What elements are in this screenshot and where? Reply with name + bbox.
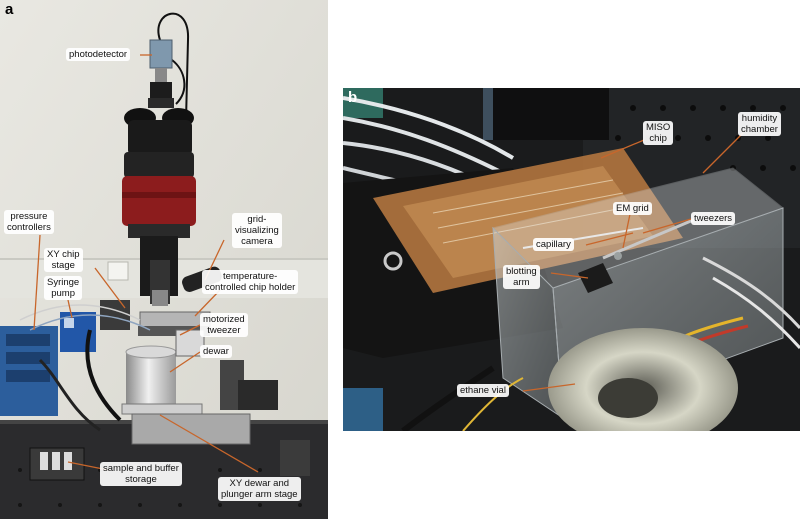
pressure-controllers-text-1: pressure: [10, 211, 48, 222]
label-sample-and-buffer-storage: sample and buffer storage: [100, 462, 182, 486]
pressure-controllers-text-2: controllers: [7, 222, 51, 233]
xy-chip-stage-text-1: XY chip: [47, 249, 80, 260]
sample-storage-text-2: storage: [125, 474, 157, 485]
panel-b-photo-closeup: b MISO chip humidity chamber EM grid cap…: [343, 88, 800, 431]
temp-holder-text-1: temperature-: [222, 271, 278, 282]
blotting-arm-text-1: blotting: [506, 266, 537, 277]
label-miso-chip: MISO chip: [643, 121, 674, 145]
capillary-text: capillary: [536, 239, 571, 250]
label-xy-dewar-and-plunger-arm-stage: XY dewar and plunger arm stage: [218, 477, 301, 501]
label-ethane-vial: ethane vial: [457, 384, 509, 397]
xy-dewar-stage-text-2: plunger arm stage: [221, 489, 298, 500]
dewar-text: dewar: [203, 346, 229, 357]
motorized-tweezer-text-1: motorized: [203, 314, 245, 325]
label-blotting-arm: blotting arm: [503, 265, 540, 289]
ethane-vial-text: ethane vial: [460, 385, 506, 396]
label-pressure-controllers: pressure controllers: [4, 210, 54, 234]
panel-letter-b: b: [348, 89, 358, 106]
label-humidity-chamber: humidity chamber: [738, 112, 781, 136]
label-dewar: dewar: [200, 345, 232, 358]
label-temperature-controlled-chip-holder: temperature- controlled chip holder: [202, 270, 299, 294]
humidity-chamber-text-1: humidity: [741, 113, 778, 124]
miso-chip-text-2: chip: [649, 133, 667, 144]
label-grid-visualizing-camera: grid- visualizing camera: [232, 213, 282, 248]
motorized-tweezer-text-2: tweezer: [207, 325, 241, 336]
miso-chip-text-1: MISO: [646, 122, 671, 133]
xy-chip-stage-text-2: stage: [51, 260, 75, 271]
em-grid-text: EM grid: [616, 203, 649, 214]
closeup-photo: [343, 88, 800, 431]
label-capillary: capillary: [533, 238, 574, 251]
grid-camera-text-3: camera: [241, 236, 273, 247]
label-xy-chip-stage: XY chip stage: [44, 248, 83, 272]
sample-storage-text-1: sample and buffer: [103, 463, 179, 474]
panel-letter-a: a: [5, 1, 14, 18]
humidity-chamber-text-2: chamber: [741, 124, 778, 135]
temp-holder-text-2: controlled chip holder: [205, 282, 296, 293]
label-photodetector: photodetector: [66, 48, 131, 61]
label-tweezers: tweezers: [691, 212, 736, 225]
label-motorized-tweezer: motorized tweezer: [200, 313, 248, 337]
grid-camera-text-2: visualizing: [235, 225, 279, 236]
photodetector-text: photodetector: [69, 49, 128, 60]
syringe-pump-text-1: Syringe: [47, 277, 80, 288]
panel-a-photo-setup: a photodetector pressure controllers gri…: [0, 0, 328, 519]
grid-camera-text-1: grid-: [247, 214, 267, 225]
syringe-pump-text-2: pump: [51, 288, 75, 299]
xy-dewar-stage-text-1: XY dewar and: [229, 478, 290, 489]
blotting-arm-text-2: arm: [513, 277, 530, 288]
label-em-grid: EM grid: [613, 202, 652, 215]
tweezers-text: tweezers: [694, 213, 733, 224]
label-syringe-pump: Syringe pump: [44, 276, 83, 300]
